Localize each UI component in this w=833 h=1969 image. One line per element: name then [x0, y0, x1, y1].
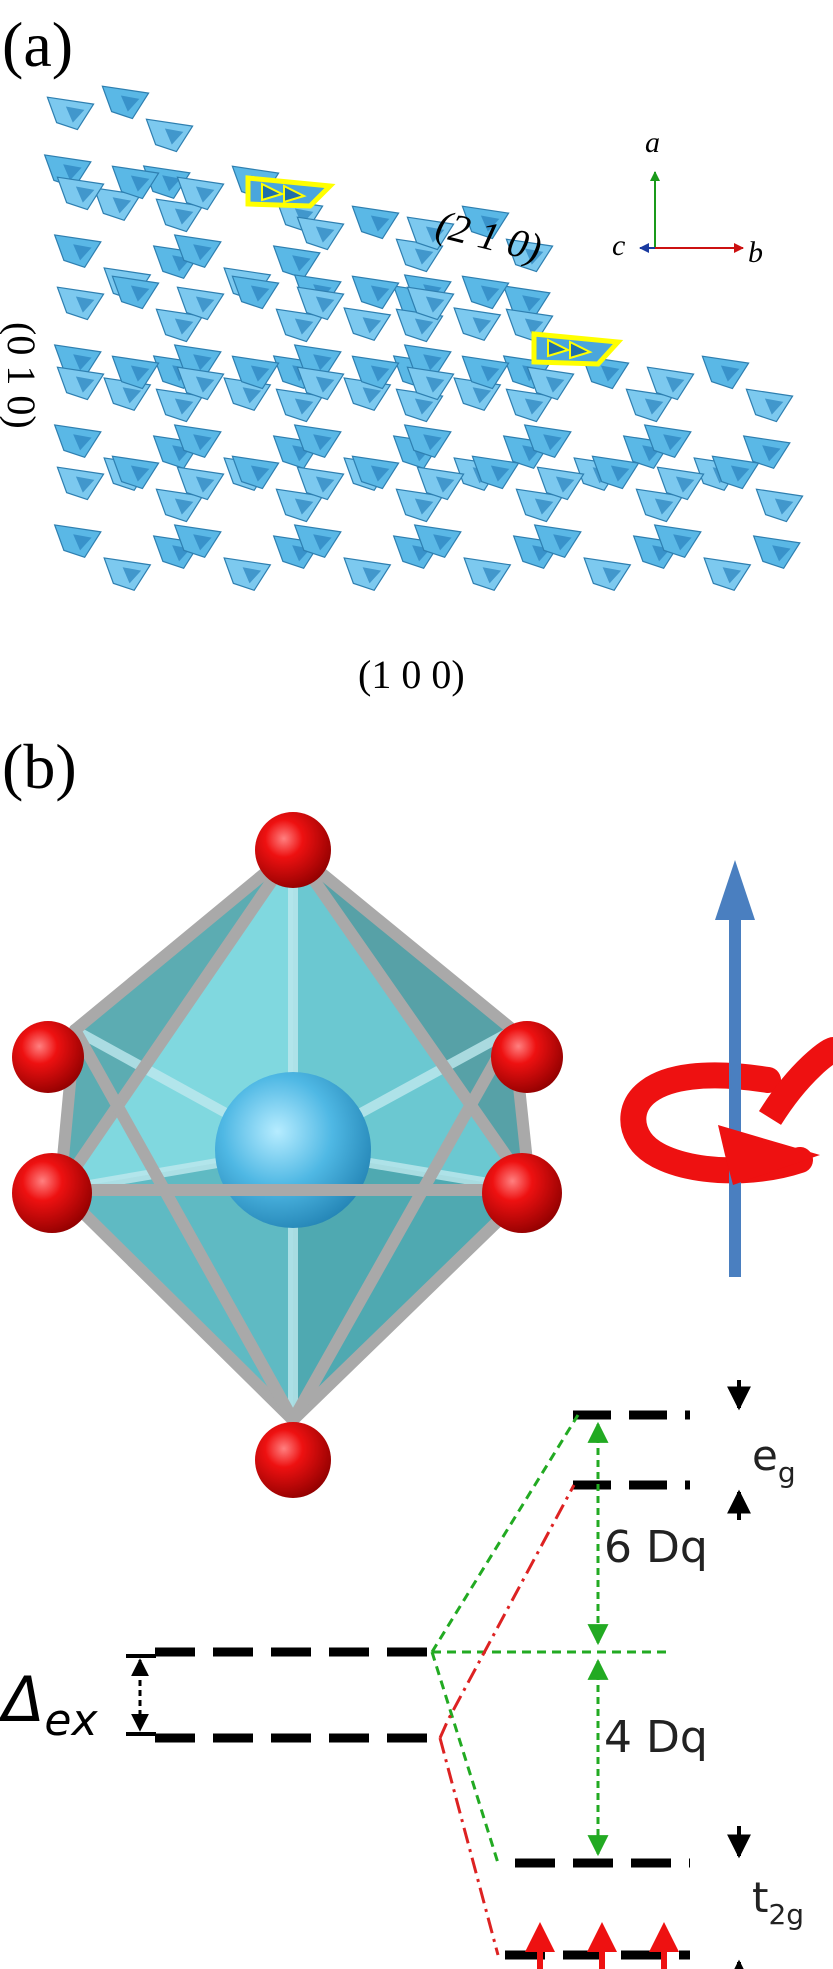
highlighted-tetrahedra-top — [245, 175, 336, 209]
tetrahedra-ring — [173, 455, 324, 592]
tetrahedra-ring — [653, 455, 804, 592]
energy-level-diagram: 6 Dq 4 Dq Δex eg t2g — [0, 1380, 804, 1969]
tetrahedra-ring — [403, 355, 554, 492]
four-dq-label: 4 Dq — [604, 1712, 708, 1763]
spin-arrow-head — [715, 860, 755, 920]
panel-b-label: (b) — [2, 731, 77, 802]
tetrahedra-ring — [643, 355, 794, 492]
tetrahedra-ring — [53, 455, 204, 592]
octahedron-model — [12, 812, 563, 1498]
oxygen-atom-back-left — [12, 1021, 84, 1093]
oxygen-atom-front-left — [12, 1153, 92, 1233]
t2g-label: t2g — [752, 1873, 804, 1931]
tetrahedra-ring — [403, 275, 554, 412]
tetrahedra-ring — [173, 355, 324, 492]
facet-label-100: (1 0 0) — [358, 652, 465, 697]
oxygen-atom-back-right — [491, 1021, 563, 1093]
tetrahedra-ring — [43, 85, 194, 222]
tetrahedra-ring — [413, 455, 564, 592]
axis-c-label: c — [612, 229, 625, 262]
panel-b: (b) — [0, 731, 833, 1969]
oxygen-atom-front-right — [482, 1153, 562, 1233]
tetrahedra-ring — [523, 355, 674, 492]
highlighted-tetrahedra-right — [531, 331, 624, 367]
delta-ex-label: Δex — [0, 1663, 98, 1746]
panel-a: (a) (2 1 0) (0 1 0) (1 0 0) a b c — [0, 9, 804, 697]
oxygen-atom-top — [255, 812, 331, 888]
axis-b-label: b — [748, 236, 763, 269]
crystal-lattice — [43, 85, 804, 592]
tetrahedra-ring — [403, 205, 554, 342]
eg-label: eg — [752, 1431, 796, 1489]
oxygen-atom-bottom — [255, 1422, 331, 1498]
spin-arrow-shaft — [729, 890, 741, 1277]
six-dq-label: 6 Dq — [604, 1522, 708, 1573]
panel-a-label: (a) — [2, 9, 73, 80]
axis-a-label: a — [645, 126, 660, 159]
spin-icon — [620, 860, 833, 1277]
metal-ion — [215, 1072, 371, 1228]
facet-label-010: (0 1 0) — [0, 322, 44, 429]
crystal-axes: a b c — [612, 126, 763, 269]
